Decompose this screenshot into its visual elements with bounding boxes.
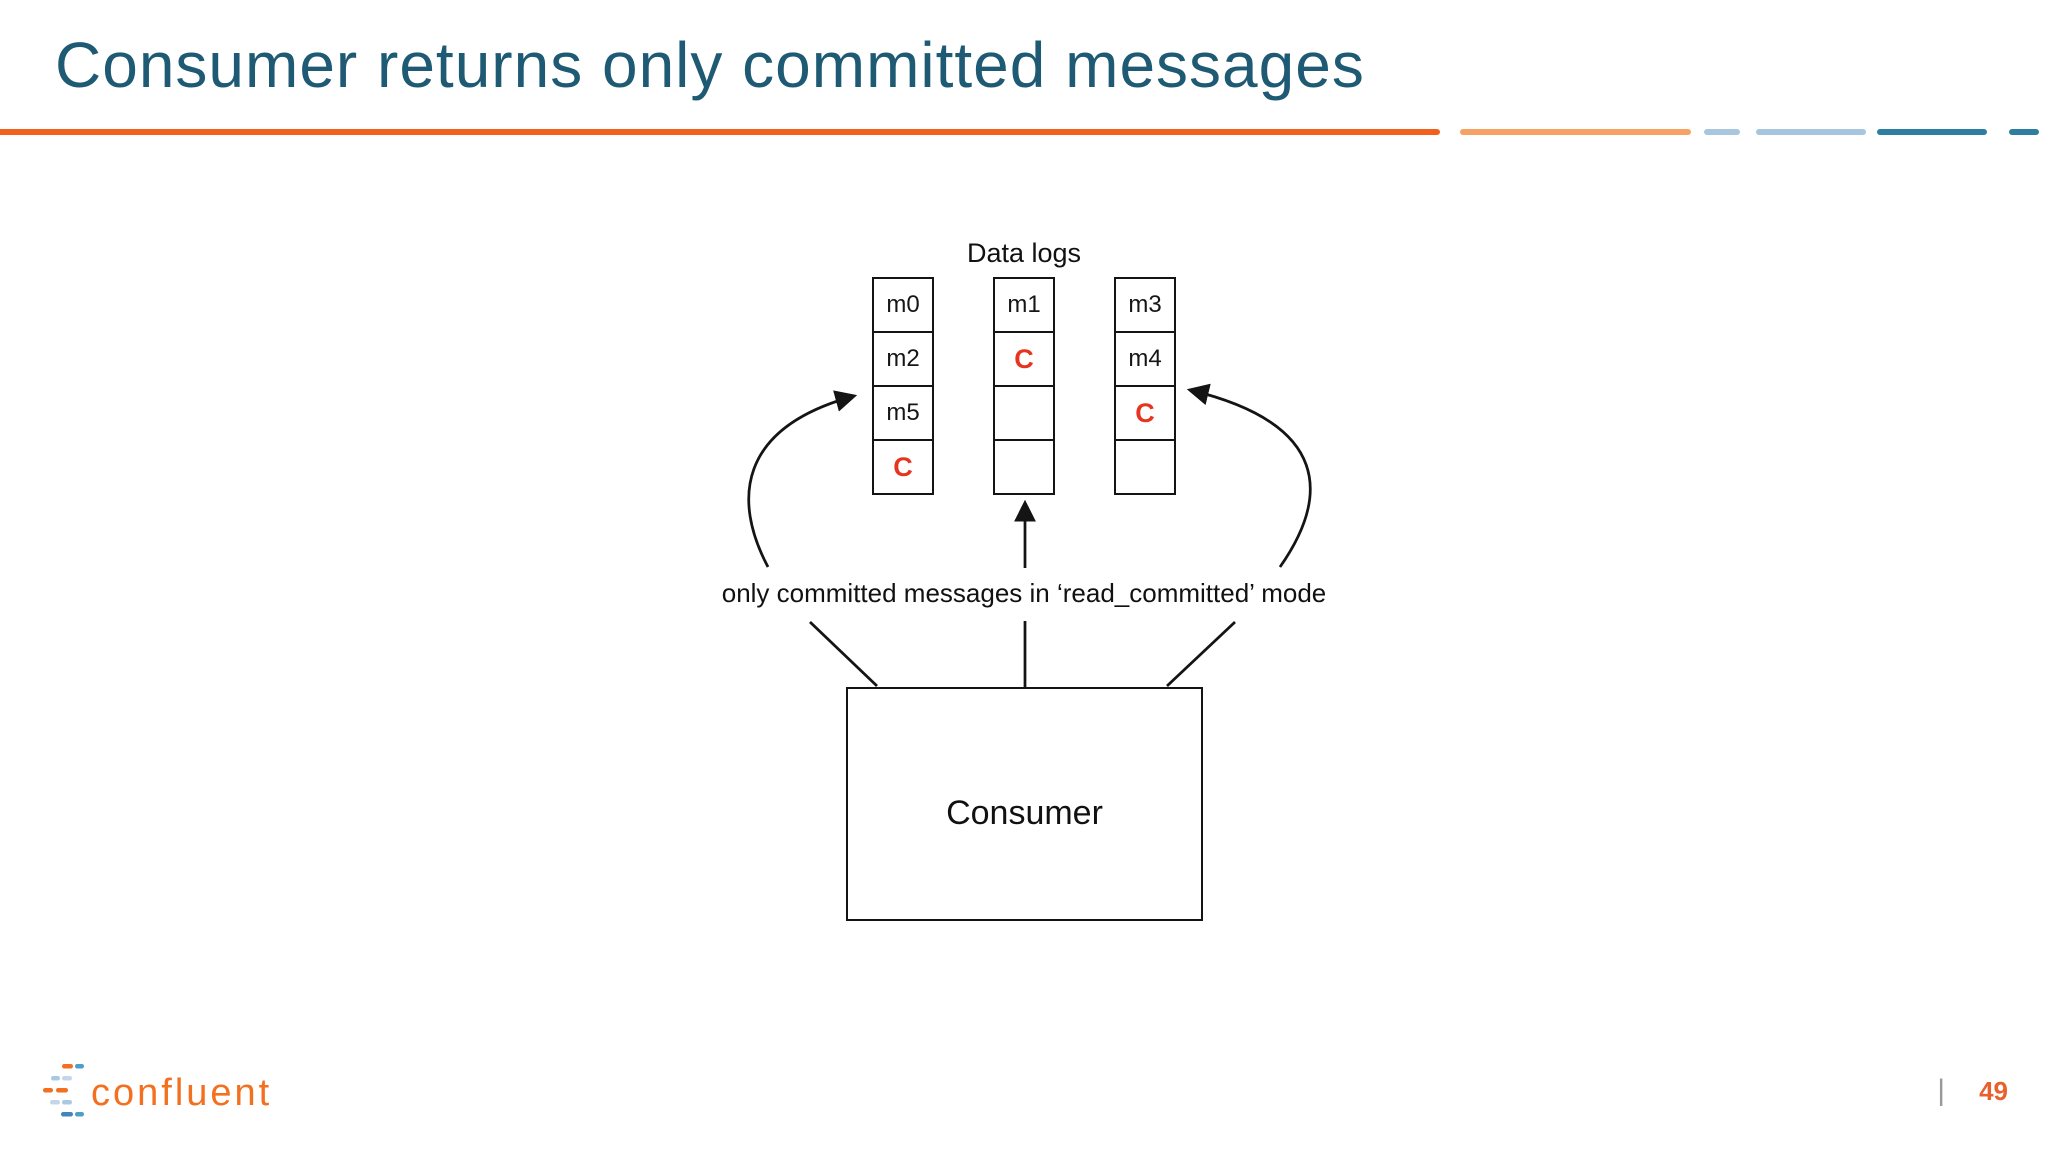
underline-segment-teal: [1877, 129, 1987, 135]
underline-segment-light-blue: [1756, 129, 1866, 135]
log-cell-committed: C: [872, 439, 934, 495]
data-logs-label: Data logs: [966, 238, 1082, 268]
log-cell: m0: [872, 277, 934, 333]
log-cell: [1114, 439, 1176, 495]
log-cell: [993, 385, 1055, 441]
connector-right: [1166, 620, 1236, 688]
confluent-mark-icon: [43, 1064, 84, 1117]
underline-segment-orange: [0, 129, 1440, 135]
page-number-separator: |: [1937, 1074, 1946, 1107]
connector-left: [809, 621, 878, 687]
log-column-1: m0 m2 m5 C: [872, 277, 934, 495]
arrow-to-log3: [1186, 383, 1312, 568]
log-column-3: m3 m4 C: [1114, 277, 1176, 495]
log-cell: m2: [872, 331, 934, 387]
consumer-box: Consumer: [846, 687, 1203, 921]
confluent-logo: confluent: [41, 1062, 272, 1120]
log-cell-committed: C: [993, 331, 1055, 387]
confluent-wordmark: confluent: [91, 1072, 273, 1114]
log-cell: m3: [1114, 277, 1176, 333]
page-title: Consumer returns only committed messages: [55, 29, 1365, 101]
log-cell: [993, 439, 1055, 495]
log-cell: m4: [1114, 331, 1176, 387]
underline-segment-light-blue-short: [1704, 129, 1740, 135]
footer-page-number: | 49: [1937, 1074, 2008, 1108]
log-cell: m1: [993, 277, 1055, 333]
page-number: 49: [1979, 1075, 2008, 1106]
consumer-label: Consumer: [946, 793, 1103, 832]
log-column-2: m1 C: [993, 277, 1055, 495]
read-committed-caption: only committed messages in ‘read_committ…: [721, 578, 1327, 608]
log-cell-committed: C: [1114, 385, 1176, 441]
underline-segment-teal-short: [2009, 129, 2039, 135]
arrow-to-log1: [747, 390, 858, 568]
log-cell: m5: [872, 385, 934, 441]
underline-segment-light-orange: [1460, 129, 1691, 135]
